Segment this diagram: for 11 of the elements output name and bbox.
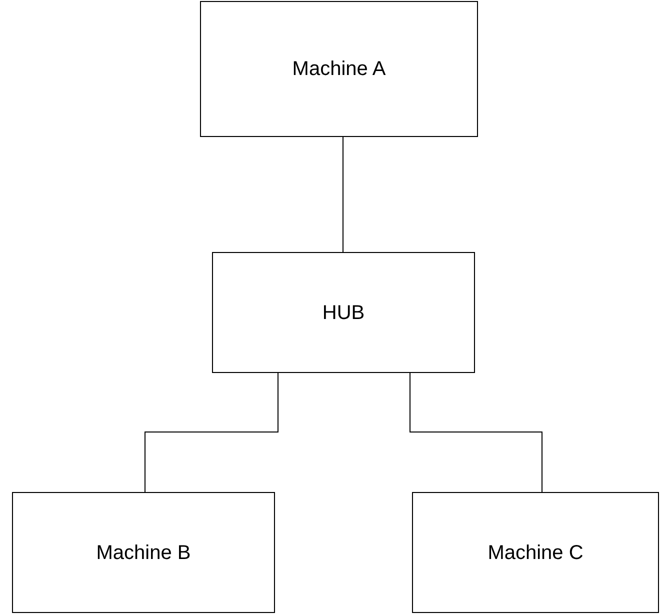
machine-box [200,1,478,137]
node-label: Machine C [488,540,584,566]
node-label: Machine B [96,540,191,566]
connector-line [342,136,344,252]
machine-box [412,492,659,613]
machine-box [212,252,475,373]
connector-line [144,372,278,492]
machine-box [12,492,275,613]
node-label: Machine A [292,57,386,82]
connector-line [410,372,542,492]
node-label: HUB [322,300,365,326]
